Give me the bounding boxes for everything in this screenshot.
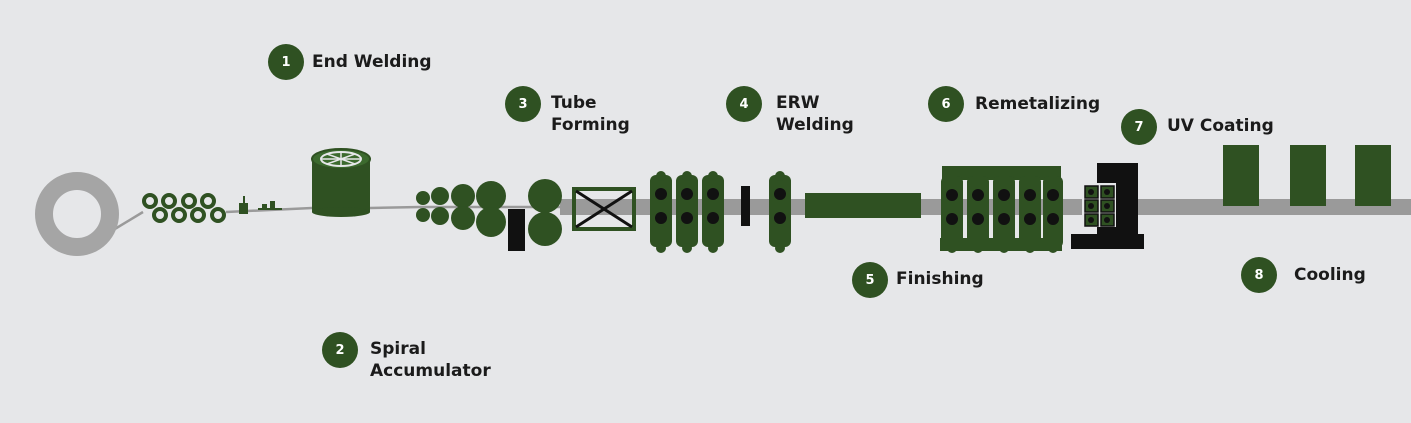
step-4-label-line: Welding — [776, 115, 854, 135]
step-7-label: UV Coating — [1167, 115, 1274, 137]
step-5-label-line: Finishing — [896, 269, 984, 289]
step-1-label-line: End Welding — [312, 52, 432, 72]
forming-box — [572, 187, 636, 231]
step-3-label-line: Tube — [551, 93, 597, 113]
remetalizing-unit — [940, 166, 1063, 253]
step-5-label: Finishing — [896, 268, 984, 290]
step-2-label: Spiral Accumulator — [370, 338, 491, 382]
step-2-label-line: Accumulator — [370, 361, 491, 381]
step-4-label-line: ERW — [776, 93, 820, 113]
step-8-label-line: Cooling — [1294, 265, 1366, 285]
step-5-badge: 5 — [852, 262, 888, 298]
step-1-label: End Welding — [312, 51, 432, 73]
step-1-badge: 1 — [268, 44, 304, 80]
weld-induction-coil — [741, 186, 750, 226]
step-4-label: ERW Welding — [776, 92, 854, 136]
forming-stands — [650, 171, 724, 253]
straightener-rollers — [142, 193, 226, 223]
step-4-badge: 4 — [726, 86, 762, 122]
step-6-label: Remetalizing — [975, 93, 1100, 115]
step-2-badge: 2 — [322, 332, 358, 368]
steel-coil — [35, 172, 119, 256]
end-welder-machine — [239, 196, 282, 214]
welding-stand — [769, 171, 791, 253]
step-8-label: Cooling — [1294, 264, 1366, 286]
uv-coating-machine — [1071, 163, 1144, 249]
step-2-label-line: Spiral — [370, 339, 426, 359]
spiral-accumulator-drum — [311, 148, 371, 217]
step-6-label-line: Remetalizing — [975, 94, 1101, 114]
step-3-label: Tube Forming — [551, 92, 630, 136]
step-7-badge: 7 — [1121, 109, 1157, 145]
step-3-badge: 3 — [505, 86, 541, 122]
step-7-label-line: UV Coating — [1167, 116, 1274, 136]
step-3-label-line: Forming — [551, 115, 630, 135]
finishing-section — [805, 193, 921, 218]
step-6-badge: 6 — [928, 86, 964, 122]
forming-rollers — [416, 179, 562, 251]
cooling-tanks — [1223, 145, 1391, 206]
step-8-badge: 8 — [1241, 257, 1277, 293]
